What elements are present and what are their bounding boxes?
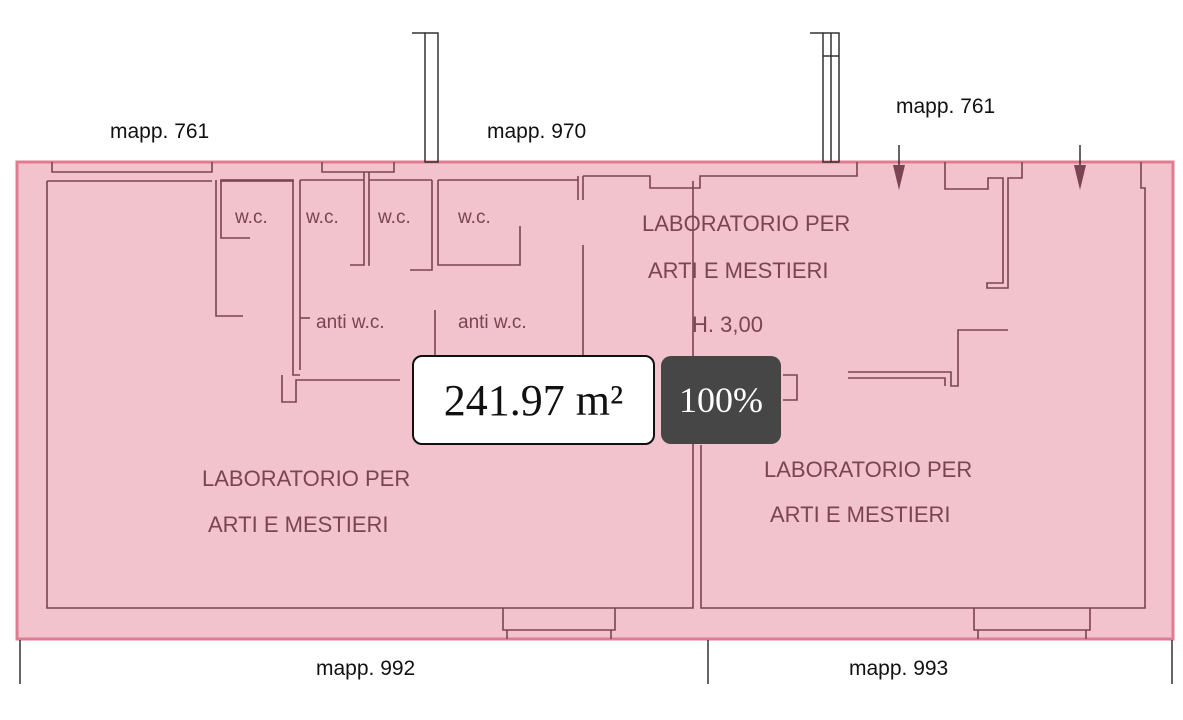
room-label-wc-3: w.c. (378, 207, 411, 228)
area-value: 241.97 m² (443, 375, 624, 425)
share-value: 100% (679, 380, 763, 420)
parcel-label-bottom-left: mapp. 992 (316, 657, 416, 680)
parcel-label-top-left: mapp. 761 (110, 120, 210, 143)
room-label-wc-1: w.c. (235, 207, 268, 228)
room-label-lab-right-line2: ARTI E MESTIERI (770, 502, 951, 527)
parcel-label-top-right: mapp. 761 (896, 95, 996, 118)
room-height-label: H. 3,00 (692, 312, 763, 337)
room-label-lab-top-line2: ARTI E MESTIERI (648, 258, 829, 283)
room-label-lab-right-line1: LABORATORIO PER (764, 457, 973, 482)
room-label-anti-wc-1: anti w.c. (316, 312, 385, 333)
room-label-wc-2: w.c. (306, 207, 339, 228)
room-label-lab-left-line2: ARTI E MESTIERI (208, 512, 389, 537)
parcel-label-top-center: mapp. 970 (487, 120, 587, 143)
room-label-lab-top-line1: LABORATORIO PER (642, 211, 851, 236)
room-label-wc-4: w.c. (458, 207, 491, 228)
share-badge: 100% (661, 356, 781, 444)
area-badge: 241.97 m² (412, 355, 655, 445)
room-label-anti-wc-2: anti w.c. (458, 312, 527, 333)
parcel-label-bottom-right: mapp. 993 (849, 657, 949, 680)
room-label-lab-left-line1: LABORATORIO PER (202, 466, 411, 491)
